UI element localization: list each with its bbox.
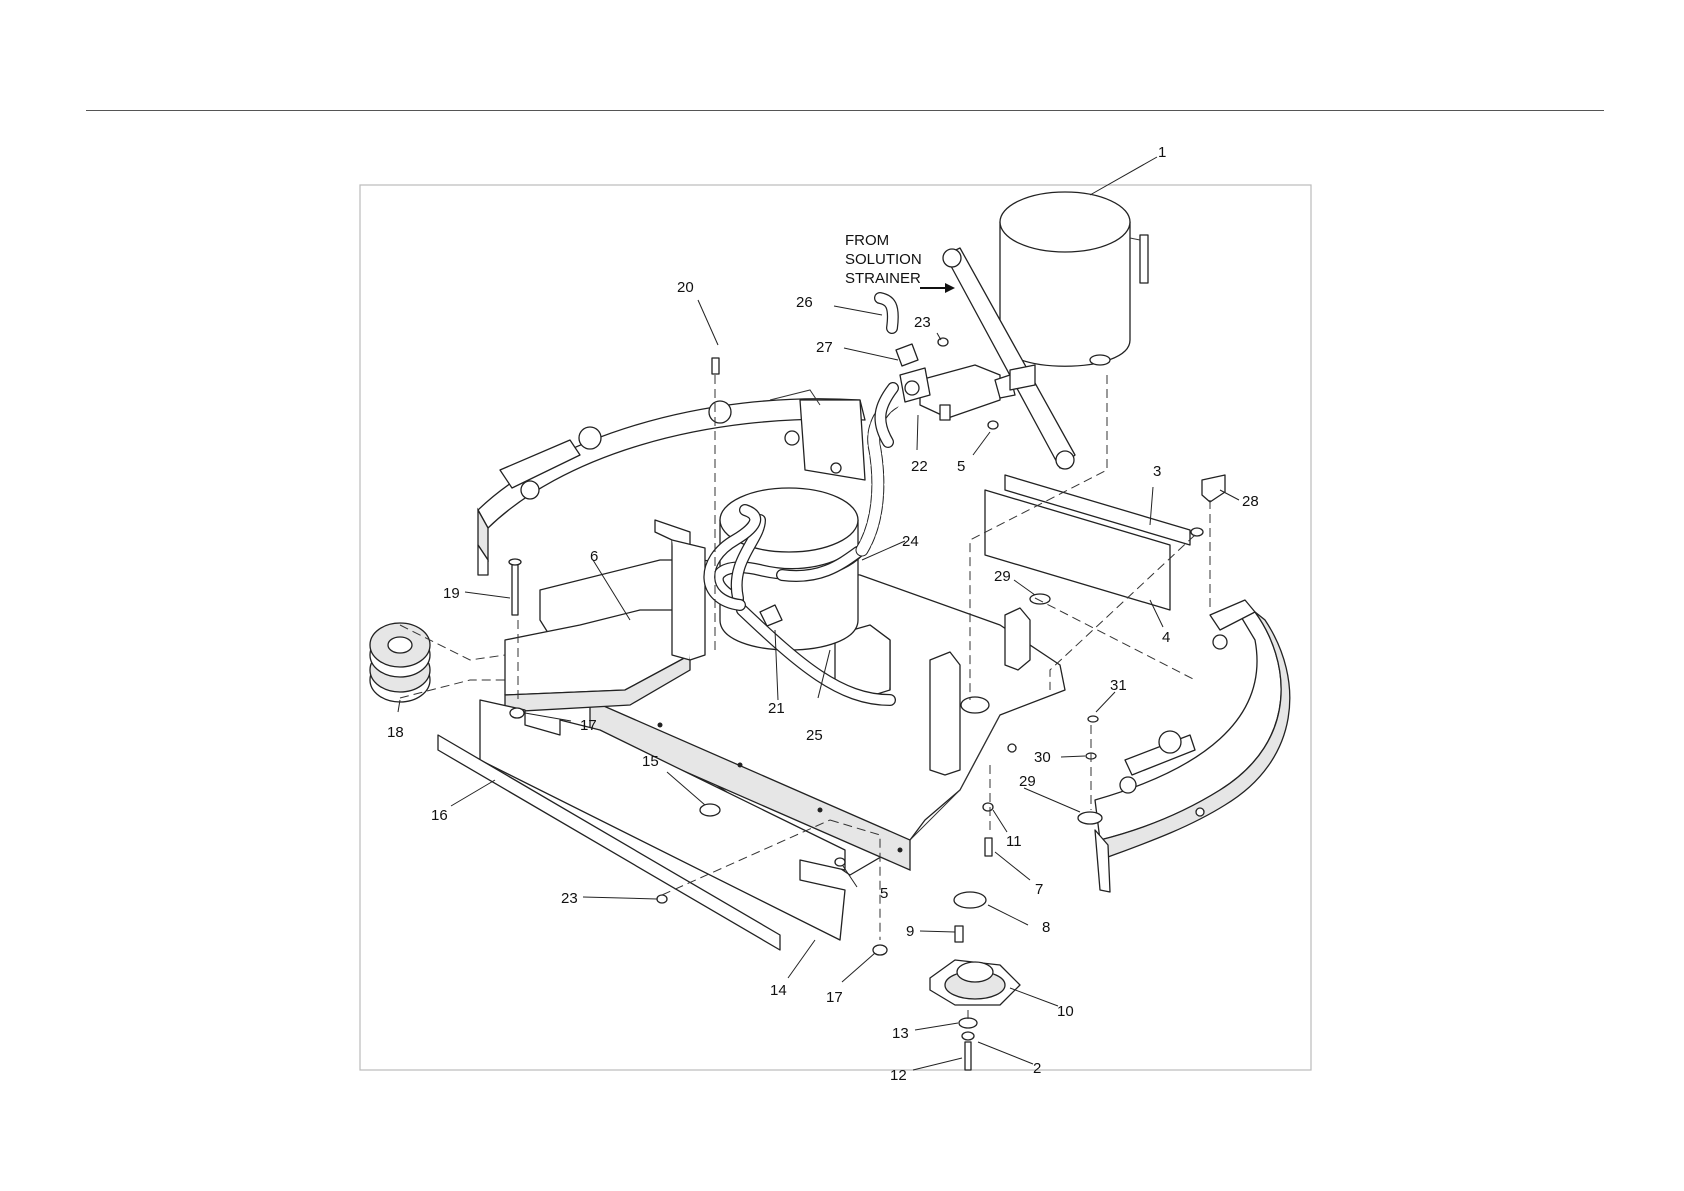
washer-11 [983, 803, 993, 811]
callout-17a: 17 [580, 717, 597, 734]
callout-12: 12 [890, 1067, 907, 1084]
callout-27: 27 [816, 339, 833, 356]
elbow-fitting [896, 344, 918, 366]
note-line-3: STRAINER [845, 270, 921, 287]
callout-1: 1 [1158, 144, 1166, 161]
callout-26: 26 [796, 294, 813, 311]
callout-17b: 17 [826, 989, 843, 1006]
right-bracket [930, 652, 960, 775]
solution-tank [1000, 192, 1148, 366]
nut-15 [700, 804, 720, 816]
bolt-19 [512, 560, 518, 615]
lockwasher-2 [962, 1032, 974, 1040]
washer-8 [954, 892, 986, 908]
callout-21: 21 [768, 700, 785, 717]
callout-24: 24 [902, 533, 919, 550]
callout-23a: 23 [561, 890, 578, 907]
arrow-head-icon [945, 283, 955, 293]
callout-19: 19 [443, 585, 460, 602]
screw-5b [988, 421, 998, 429]
plate-hole [961, 697, 989, 713]
pulley [370, 623, 430, 702]
rear-bracket [1005, 608, 1030, 670]
flow-note: FROM SOLUTION STRAINER [845, 232, 955, 293]
callout-28: 28 [1242, 493, 1259, 510]
callout-29a: 29 [994, 568, 1011, 585]
callout-29b: 29 [1019, 773, 1036, 790]
screw-5 [835, 858, 845, 866]
callout-8: 8 [1042, 919, 1050, 936]
washer-13 [959, 1018, 977, 1028]
callout-14: 14 [770, 982, 787, 999]
callout-10: 10 [1057, 1003, 1074, 1020]
caster-wheel [930, 960, 1020, 1005]
bolt-7 [985, 838, 992, 856]
callout-11: 11 [1006, 833, 1022, 850]
knob-left [579, 427, 601, 449]
washer-29b [1078, 812, 1102, 824]
callout-9: 9 [906, 923, 914, 940]
solution-valve [900, 365, 1035, 420]
callout-23b: 23 [914, 314, 931, 331]
callout-30: 30 [1034, 749, 1051, 766]
screw-4 [1191, 528, 1203, 536]
fitting-20 [712, 358, 719, 374]
callout-22: 22 [911, 458, 928, 475]
knob-28 [1202, 475, 1225, 502]
callout-18: 18 [387, 724, 404, 741]
note-line-1: FROM [845, 232, 889, 249]
callout-20: 20 [677, 279, 694, 296]
callout-7: 7 [1035, 881, 1043, 898]
callout-5a: 5 [957, 458, 965, 475]
callout-16: 16 [431, 807, 448, 824]
screw-31 [1088, 716, 1098, 722]
nut-23 [657, 895, 667, 903]
knob-mid [709, 401, 731, 423]
pin-9 [955, 926, 963, 942]
callout-2: 2 [1033, 1060, 1041, 1077]
callout-6: 6 [590, 548, 598, 565]
knob-right [1159, 731, 1181, 753]
callout-13: 13 [892, 1025, 909, 1042]
callout-15: 15 [642, 753, 659, 770]
nut-17a [510, 708, 524, 718]
callout-5b: 5 [880, 885, 888, 902]
note-line-2: SOLUTION [845, 251, 922, 268]
callout-4: 4 [1162, 629, 1170, 646]
callout-25: 25 [806, 727, 823, 744]
callout-31: 31 [1110, 677, 1127, 694]
callout-3: 3 [1153, 463, 1161, 480]
washer-29a [1030, 594, 1050, 604]
nut-23b [938, 338, 948, 346]
bolt-12 [965, 1042, 971, 1070]
